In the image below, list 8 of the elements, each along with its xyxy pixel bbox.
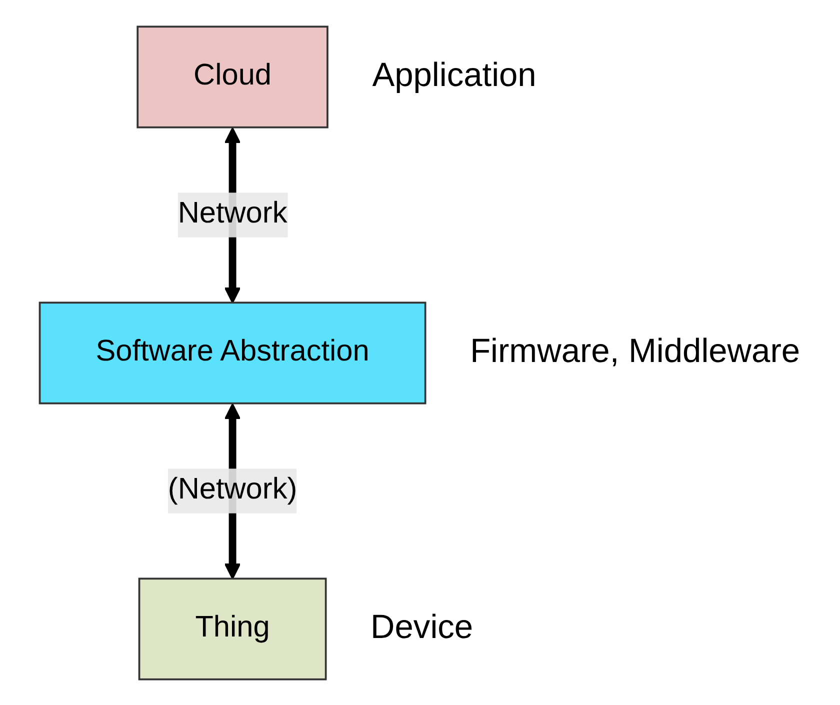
node-box: Thing [138, 577, 327, 680]
node-box: Cloud [136, 25, 328, 128]
edge-label: (Network) [168, 474, 298, 506]
side-caption: Application [372, 56, 536, 94]
edge-label: Network [178, 198, 288, 230]
side-caption: Firmware, Middleware [470, 332, 800, 370]
side-caption: Device [370, 608, 474, 646]
node-box: Software Abstraction [38, 301, 426, 404]
